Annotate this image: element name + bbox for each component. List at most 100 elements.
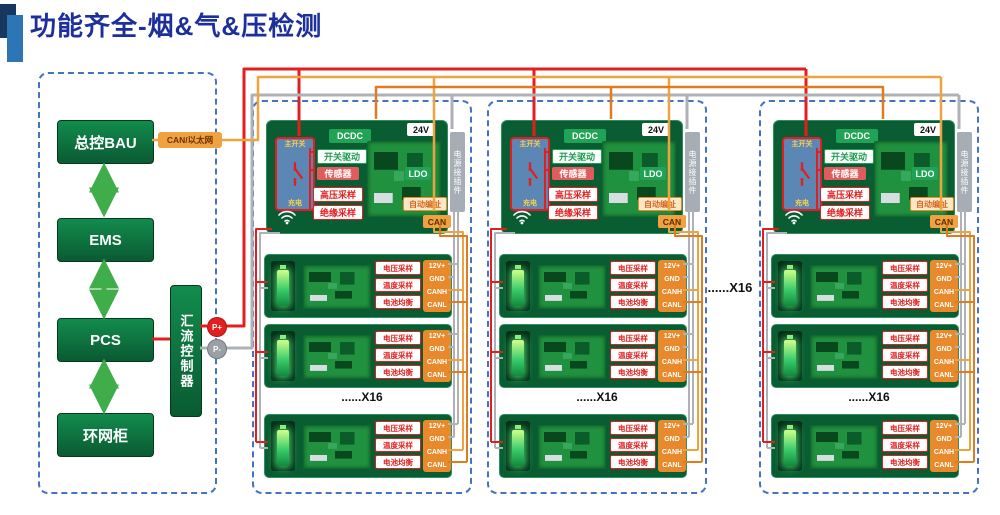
sensor-label: 传感器 (317, 167, 359, 180)
module-pcb-image (538, 335, 606, 379)
insulation-sampling-label: 绝缘采样 (313, 205, 363, 220)
main-switch-label: 主开关 (519, 141, 541, 148)
pin-12v-label: 12V+ (935, 263, 953, 270)
hv-sampling-label: 高压采样 (820, 187, 870, 202)
insulation-sampling-label: 绝缘采样 (820, 205, 870, 220)
module-label-stack: 电压采样 温度采样 电池均衡 (610, 331, 656, 379)
pin-gnd-label: GND (664, 436, 680, 443)
voltage-sampling-label: 电压采样 (882, 261, 928, 275)
pin-12v-label: 12V+ (428, 333, 446, 340)
battery-icon (271, 331, 295, 381)
sensor-label: 传感器 (552, 167, 594, 180)
cell-balancing-label: 电池均衡 (375, 295, 421, 309)
voltage-sampling-label: 电压采样 (610, 261, 656, 275)
battery-icon (271, 421, 295, 471)
module-label-stack: 电压采样 温度采样 电池均衡 (375, 261, 421, 309)
pin-canl-label: CANL (934, 372, 954, 379)
voltage-sampling-label: 电压采样 (610, 421, 656, 435)
can-port-label: CAN (658, 215, 686, 228)
temperature-sampling-label: 温度采样 (375, 348, 421, 362)
battery-icon (506, 331, 530, 381)
node-pcs: PCS (57, 318, 154, 362)
switch-drive-label: 开关驱动 (824, 149, 874, 164)
temperature-sampling-label: 温度采样 (882, 278, 928, 292)
hv-sampling-label: 高压采样 (548, 187, 598, 202)
module-pcb-image (538, 425, 606, 469)
pin-12v-label: 12V+ (428, 423, 446, 430)
ldo-label: LDO (405, 167, 431, 180)
pin-canl-label: CANL (662, 372, 682, 379)
node-master-bau: 总控BAU (57, 120, 154, 164)
clusters-x16-count-label: ......X16 (707, 280, 753, 295)
module-label-stack: 电压采样 温度采样 电池均衡 (610, 421, 656, 469)
pin-canl-label: CANL (662, 302, 682, 309)
voltage-sampling-label: 电压采样 (375, 331, 421, 345)
pin-12v-label: 12V+ (935, 423, 953, 430)
pin-canh-label: CANH (933, 359, 955, 366)
switch-symbol-icon (528, 162, 539, 186)
temperature-sampling-label: 温度采样 (610, 278, 656, 292)
main-switch-label: 主开关 (791, 141, 813, 148)
bmu-board: 主开关 充电 DCDC 开关驱动 传感器 高压采样 绝缘采样 LDO 自动编址 … (266, 120, 451, 234)
cell-balancing-label: 电池均衡 (610, 295, 656, 309)
24v-supply-label: 24V (642, 123, 670, 136)
auto-addressing-label: 自动编址 (910, 197, 954, 211)
pin-canl-label: CANL (427, 372, 447, 379)
battery-module-n: 电压采样 温度采样 电池均衡 12V+ GND CANH CANL (771, 414, 959, 478)
voltage-sampling-label: 电压采样 (375, 421, 421, 435)
battery-module-2: 电压采样 温度采样 电池均衡 12V+ GND CANH CANL (499, 324, 687, 388)
battery-module-n: 电压采样 温度采样 电池均衡 12V+ GND CANH CANL (499, 414, 687, 478)
pin-canl-label: CANL (427, 462, 447, 469)
module-label-stack: 电压采样 温度采样 电池均衡 (882, 421, 928, 469)
battery-icon (778, 331, 802, 381)
cell-balancing-label: 电池均衡 (375, 365, 421, 379)
module-pin-block: 12V+ GND CANH CANL (423, 420, 451, 472)
battery-icon (506, 261, 530, 311)
p-minus-terminal: P- (207, 339, 227, 359)
battery-module-1: 电压采样 温度采样 电池均衡 12V+ GND CANH CANL (771, 254, 959, 318)
wifi-icon (278, 210, 296, 225)
pin-canh-label: CANH (661, 289, 683, 296)
temperature-sampling-label: 温度采样 (610, 438, 656, 452)
module-pin-block: 12V+ GND CANH CANL (423, 330, 451, 382)
pin-canl-label: CANL (934, 302, 954, 309)
battery-module-1: 电压采样 温度采样 电池均衡 12V+ GND CANH CANL (499, 254, 687, 318)
switch-drive-label: 开关驱动 (317, 149, 367, 164)
battery-cluster-panel-3: 主开关 充电 DCDC 开关驱动 传感器 高压采样 绝缘采样 LDO 自动编址 … (759, 100, 979, 494)
module-label-stack: 电压采样 温度采样 电池均衡 (882, 261, 928, 309)
main-switch-box: 主开关 充电 (510, 137, 550, 211)
module-x16-count-label: ......X16 (341, 390, 383, 404)
module-pin-block: 12V+ GND CANH CANL (658, 420, 686, 472)
pin-gnd-label: GND (429, 276, 445, 283)
temperature-sampling-label: 温度采样 (882, 438, 928, 452)
pin-12v-label: 12V+ (663, 333, 681, 340)
dcdc-label: DCDC (564, 129, 606, 143)
pin-gnd-label: GND (936, 276, 952, 283)
module-x16-count-label: ......X16 (576, 390, 618, 404)
pin-gnd-label: GND (429, 346, 445, 353)
power-connector-label: 电源接插件 (685, 132, 700, 212)
auto-addressing-label: 自动编址 (638, 197, 682, 211)
control-chain-panel (38, 72, 217, 494)
ldo-label: LDO (912, 167, 938, 180)
module-pcb-image (538, 265, 606, 309)
node-ems: EMS (57, 218, 154, 262)
module-x16-count-label: ......X16 (848, 390, 890, 404)
p-plus-terminal: P+ (207, 317, 227, 337)
module-pcb-image (810, 265, 878, 309)
module-label-stack: 电压采样 温度采样 电池均衡 (375, 331, 421, 379)
battery-icon (778, 421, 802, 471)
node-ring-cabinet: 环网柜 (57, 413, 154, 457)
pin-gnd-label: GND (429, 436, 445, 443)
battery-icon (271, 261, 295, 311)
bmu-board: 主开关 充电 DCDC 开关驱动 传感器 高压采样 绝缘采样 LDO 自动编址 … (773, 120, 958, 234)
temperature-sampling-label: 温度采样 (882, 348, 928, 362)
module-pcb-image (303, 335, 371, 379)
switch-symbol-icon (800, 162, 811, 186)
pin-gnd-label: GND (664, 276, 680, 283)
cell-balancing-label: 电池均衡 (882, 455, 928, 469)
battery-module-2: 电压采样 温度采样 电池均衡 12V+ GND CANH CANL (771, 324, 959, 388)
cell-balancing-label: 电池均衡 (610, 365, 656, 379)
module-pin-block: 12V+ GND CANH CANL (658, 330, 686, 382)
